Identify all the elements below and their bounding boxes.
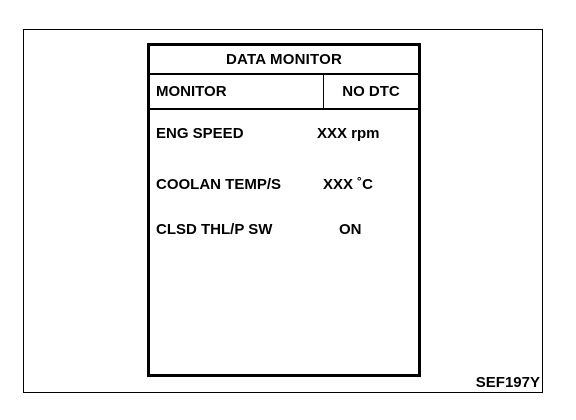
item-value-eng-speed: XXX rpm [317, 125, 380, 142]
item-value-closed-throttle-switch: ON [339, 221, 362, 238]
item-label-closed-throttle-switch: CLSD THL/P SW [156, 221, 273, 238]
figure-code: SEF197Y [473, 374, 540, 392]
figure-frame [23, 29, 543, 393]
item-value-coolant-temp: XXX ˚C [323, 176, 374, 193]
monitor-header-row: MONITOR NO DTC [150, 75, 418, 110]
screen-title: DATA MONITOR [150, 46, 418, 75]
header-divider [323, 75, 324, 108]
item-label-eng-speed: ENG SPEED [156, 125, 244, 142]
data-monitor-screen: DATA MONITOR MONITOR NO DTC ENG SPEED XX… [147, 43, 421, 377]
monitor-header-status: NO DTC [342, 83, 400, 100]
item-label-coolant-temp: COOLAN TEMP/S [156, 176, 282, 193]
monitor-header-label: MONITOR [156, 83, 227, 100]
